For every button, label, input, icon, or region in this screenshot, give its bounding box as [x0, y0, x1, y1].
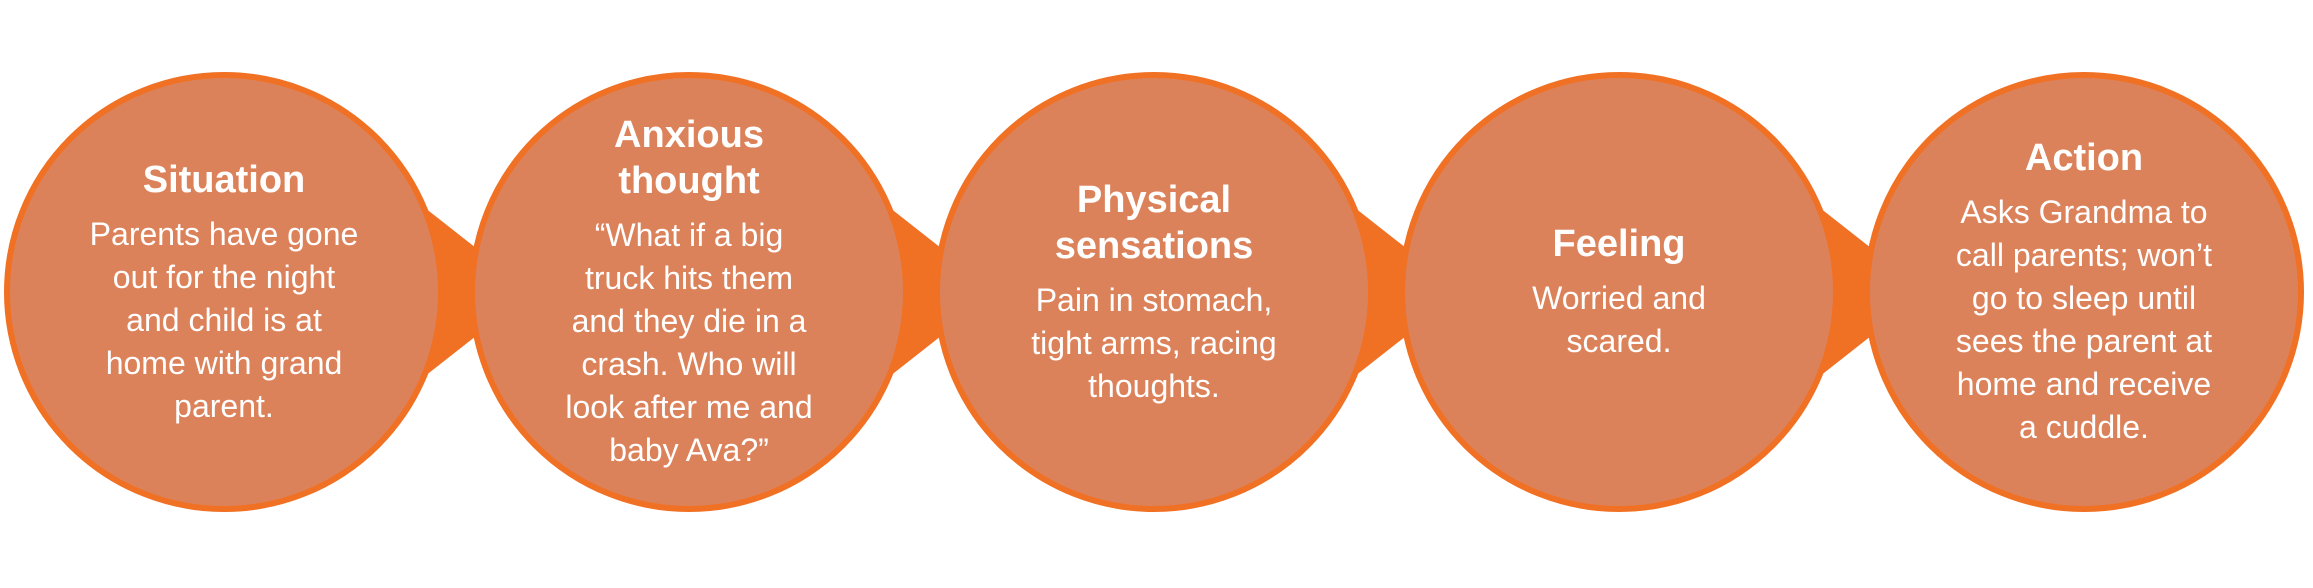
- stage-body: Pain in stomach, tight arms, racing thou…: [1031, 281, 1277, 404]
- stage-body: Asks Grandma to call parents; won’t go t…: [1955, 194, 2213, 445]
- stage-title: Feeling: [1552, 223, 1686, 265]
- stage-title: Action: [2024, 137, 2144, 179]
- stage-body: “What if a big truck hits them and they …: [565, 217, 813, 468]
- stage-body: Parents have gone out for the night and …: [89, 215, 359, 424]
- stage-title: Anxious thought: [614, 114, 764, 202]
- stage-title: Physical sensations: [1054, 178, 1254, 267]
- stage-action: Action Asks Grandma to call parents; won…: [1864, 72, 2304, 512]
- stage-anxious-thought: Anxious thought “What if a big truck hit…: [469, 72, 909, 512]
- stage-title: Situation: [142, 158, 306, 201]
- stage-physical-sensations: Physical sensations Pain in stomach, tig…: [934, 72, 1374, 512]
- stage-situation: Situation Parents have gone out for the …: [4, 72, 444, 512]
- stage-feeling: Feeling Worried and scared.: [1399, 72, 1839, 512]
- stage-body: Worried and scared.: [1532, 280, 1706, 359]
